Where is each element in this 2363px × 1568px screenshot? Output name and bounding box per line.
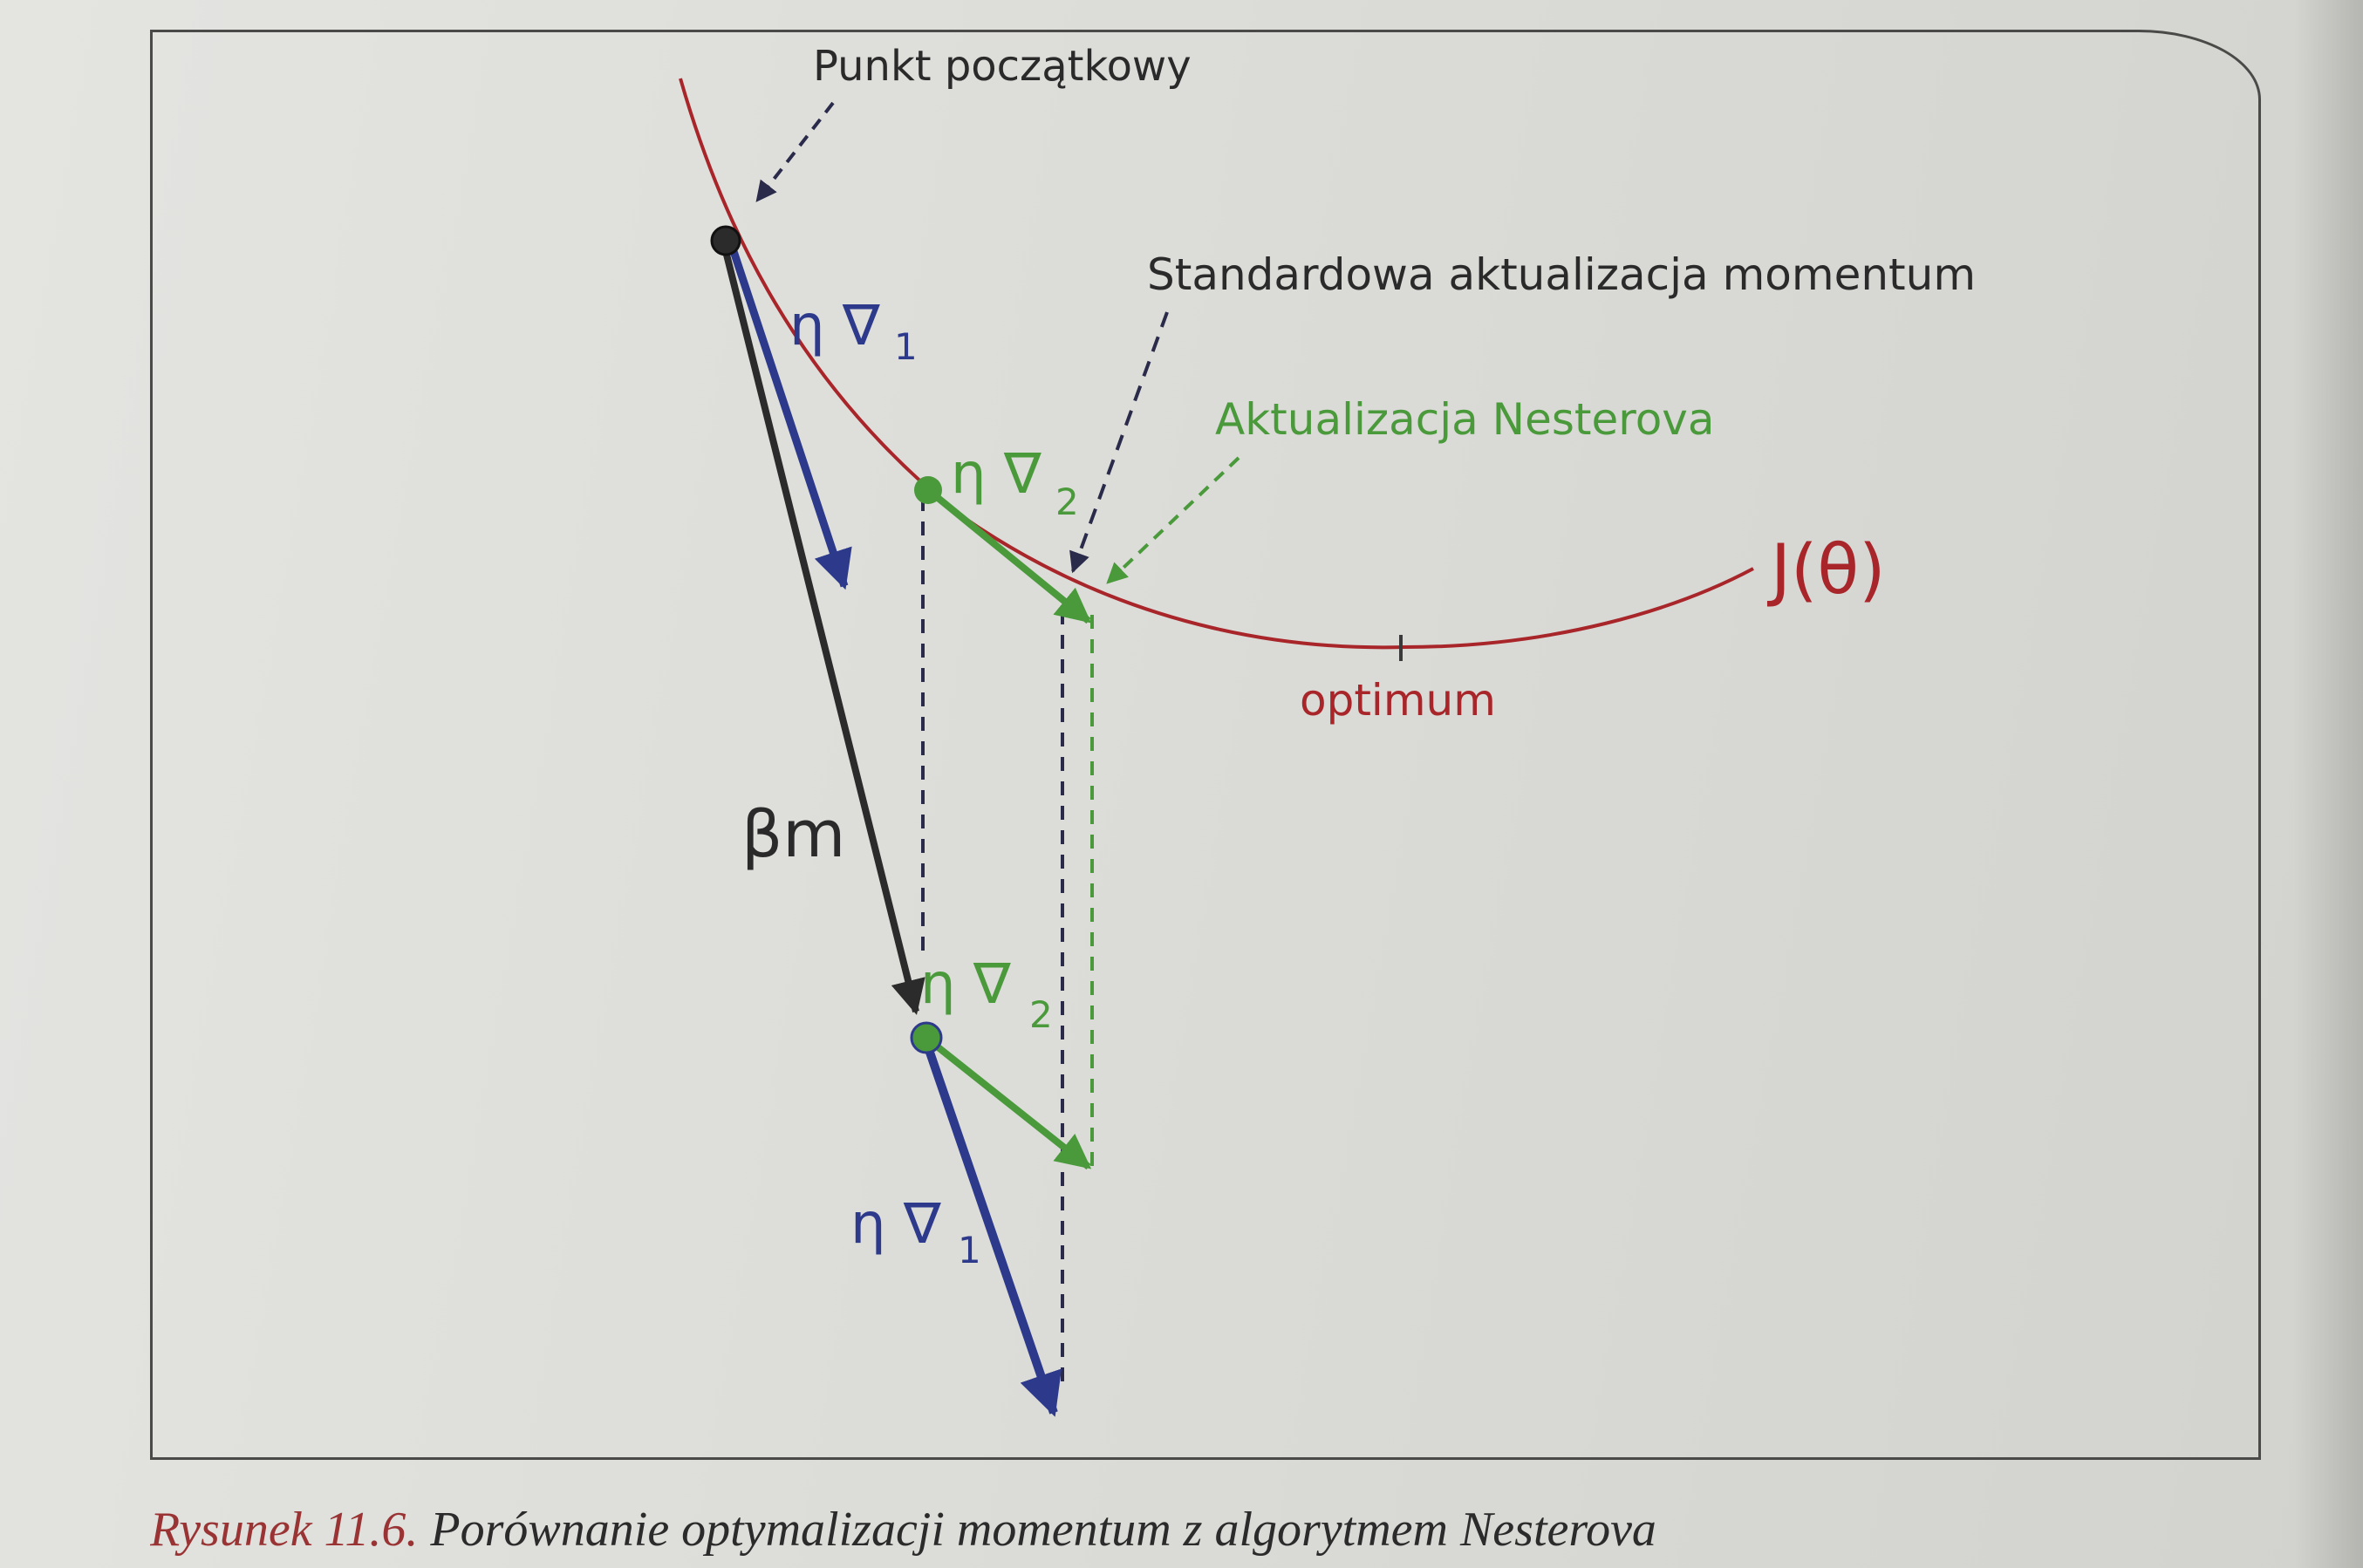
start-pointer — [755, 101, 835, 202]
figure-caption: Rysunek 11.6. Porównanie optymalizacji m… — [150, 1502, 2287, 1563]
page-spine-shadow — [2293, 0, 2363, 1568]
cost-curve — [679, 78, 1754, 650]
grad2-nesterov-subscript: 2 — [1055, 481, 1079, 523]
grad2-standard-label: η ∇ 2 — [920, 952, 1053, 1036]
grad1-top-symbol: η ∇ — [789, 294, 880, 358]
grad2-nesterov-label: η ∇ 2 — [951, 442, 1079, 523]
standard-update-label: Standardowa aktualizacja momentum — [1147, 249, 1976, 300]
gradient-arrow-1-bottom — [922, 1040, 1062, 1417]
standard-pointer — [1069, 311, 1169, 574]
nesterov-point-bottom — [910, 1021, 943, 1054]
optimum-label: optimum — [1300, 675, 1496, 726]
grad1-bottom-symbol: η ∇ — [850, 1192, 941, 1257]
figure-number: Rysunek 11.6. — [150, 1503, 419, 1557]
nesterov-pointer — [1106, 456, 1240, 584]
grad2-standard-subscript: 2 — [1029, 993, 1053, 1036]
nesterov-gradient-arrow-bottom — [929, 1039, 1092, 1170]
start-point — [710, 225, 741, 256]
nesterov-gradient-arrow-top — [929, 489, 1092, 624]
grad2-nesterov-symbol: η ∇ — [951, 442, 1041, 507]
grad1-top-label: η ∇ 1 — [789, 294, 918, 368]
momentum-label: βm — [741, 797, 845, 872]
figure-frame — [150, 30, 2261, 1460]
start-point-label: Punkt początkowy — [813, 42, 1192, 91]
grad1-bottom-label: η ∇ 1 — [850, 1192, 981, 1271]
momentum-arrow — [721, 243, 925, 1015]
grad1-bottom-subscript: 1 — [958, 1229, 981, 1271]
grad2-standard-symbol: η ∇ — [920, 952, 1011, 1017]
gradient-arrow-1-top — [728, 247, 852, 590]
grad1-top-subscript: 1 — [894, 325, 918, 368]
nesterov-update-label: Aktualizacja Nesterova — [1215, 394, 1715, 445]
cost-function-label: J(θ) — [1766, 531, 1886, 610]
caption-text: Porównanie optymalizacji momentum z algo… — [430, 1503, 1656, 1557]
nesterov-point-top — [914, 476, 942, 504]
